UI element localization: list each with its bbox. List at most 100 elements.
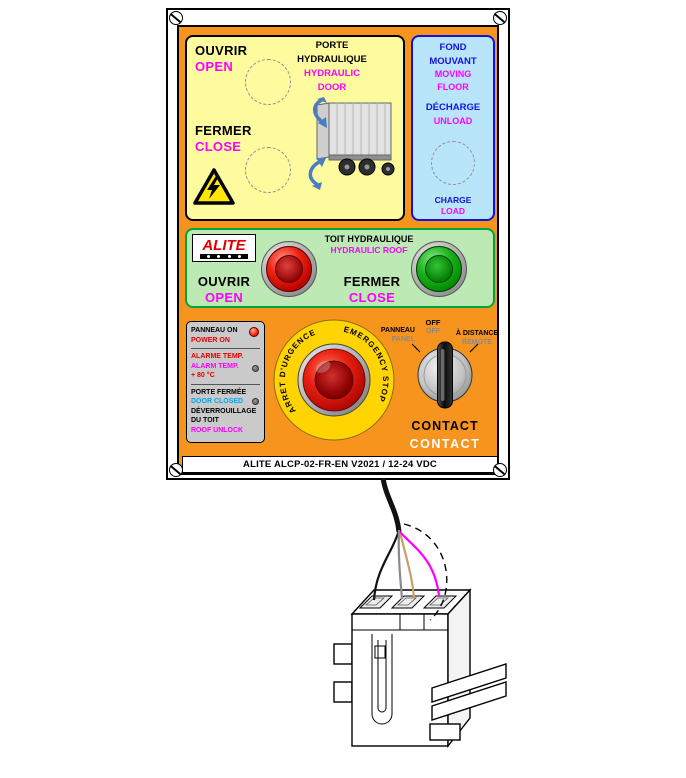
roof-open-label-en: OPEN xyxy=(204,290,244,305)
roof-open-label-fr: OUVRIR xyxy=(197,274,251,289)
selector-off-en: OFF xyxy=(426,327,440,335)
floor-title-fr-2: MOUVANT xyxy=(429,55,477,67)
hydraulic-door-section: OUVRIR OPEN PORTE HYDRAULIQUE HYDRAULIC … xyxy=(185,35,405,221)
load-label-fr: CHARGE xyxy=(434,195,472,205)
button-position-placeholder xyxy=(431,141,475,185)
door-close-label-group: FERMER CLOSE xyxy=(195,123,252,155)
floor-title-en-1: MOVING xyxy=(434,69,472,79)
unload-label-en: UNLOAD xyxy=(433,115,473,126)
door-title-fr-2: HYDRAULIQUE xyxy=(297,54,367,65)
connector-housing xyxy=(333,588,507,749)
emergency-stop-button[interactable]: ARRET D'URGENCE EMERGENCY STOP xyxy=(271,317,397,443)
alite-logo-text: ALITE xyxy=(202,236,246,254)
corner-screw-icon xyxy=(169,11,183,25)
status-indicator-panel: PANNEAU ON POWER ON ALARME TEMP. ALARM T… xyxy=(186,321,265,443)
button-position-placeholder xyxy=(245,147,291,193)
wire-black xyxy=(372,529,401,601)
door-swing-arrow-icon xyxy=(308,158,326,190)
selector-panel-en: PANEL xyxy=(391,335,415,343)
selector-panel-label: PANNEAU PANEL xyxy=(329,327,415,344)
door-open-label-en: OPEN xyxy=(195,59,234,74)
temp-alarm-label-en: ALARM TEMP. xyxy=(191,362,239,370)
roof-close-label-en: CLOSE xyxy=(348,290,396,305)
selector-off-label: OFF OFF xyxy=(403,318,463,336)
roof-unlock-label-fr-1: DÉVERROUILLAGE xyxy=(191,407,257,415)
selector-panel-fr: PANNEAU xyxy=(380,327,415,334)
unload-label-fr: DÉCHARGE xyxy=(425,102,481,113)
roof-unlock-label-fr-2: DU TOIT xyxy=(191,417,219,424)
door-open-label-fr: OUVRIR xyxy=(195,43,248,58)
selector-tick xyxy=(469,343,479,353)
moving-floor-title: FOND MOUVANT MOVING FLOOR DÉCHARGE UNLOA… xyxy=(413,41,493,128)
model-label-bar: ALITE ALCP-02-FR-EN V2021 / 12-24 VDC xyxy=(182,456,498,473)
wire-magenta xyxy=(399,531,441,597)
roof-title-fr: TOIT HYDRAULIQUE xyxy=(324,234,414,244)
door-close-label-fr: FERMER xyxy=(195,123,252,138)
roof-open-button[interactable] xyxy=(261,241,317,297)
roof-open-button-face[interactable] xyxy=(266,246,312,292)
temp-alarm-label-fr: ALARME TEMP. xyxy=(191,353,244,360)
roof-section-title: TOIT HYDRAULIQUE HYDRAULIC ROOF xyxy=(299,233,439,256)
door-status-led xyxy=(252,398,259,405)
roof-close-button-face[interactable] xyxy=(416,246,462,292)
selector-off-fr: OFF xyxy=(425,318,441,327)
corner-screw-icon xyxy=(169,463,183,477)
selector-knob-highlight xyxy=(441,349,445,401)
door-open-label-group: OUVRIR OPEN xyxy=(195,43,247,75)
alite-logo: ALITE xyxy=(192,234,256,262)
power-label-en: POWER ON xyxy=(191,336,230,344)
door-title-en-2: DOOR xyxy=(317,82,347,93)
estop-highlight xyxy=(315,361,331,373)
corner-screw-icon xyxy=(493,463,507,477)
selector-remote-en: REMOTE xyxy=(462,338,492,346)
wire-gray xyxy=(397,529,404,600)
roof-title-en: HYDRAULIC ROOF xyxy=(330,245,408,255)
moving-floor-section: FOND MOUVANT MOVING FLOOR DÉCHARGE UNLOA… xyxy=(411,35,495,221)
door-close-label-en: CLOSE xyxy=(195,139,242,154)
door-closed-label-fr: PORTE FERMÉE xyxy=(191,388,247,396)
contact-label-white: CONTACT xyxy=(409,437,481,451)
model-label: ALITE ALCP-02-FR-EN V2021 / 12-24 VDC xyxy=(243,459,437,470)
roof-unlock-label-en: ROOF UNLOCK xyxy=(191,426,244,434)
power-label-fr: PANNEAU ON xyxy=(191,327,238,334)
button-position-placeholder xyxy=(245,59,291,105)
connector-front-details xyxy=(352,614,448,725)
electric-hazard-icon xyxy=(193,168,235,205)
load-label-en: LOAD xyxy=(440,206,466,216)
hydraulic-roof-section: ALITE TOIT HYDRAULIQUE HYDRAULIC ROOF OU… xyxy=(185,228,495,308)
divider xyxy=(191,383,260,385)
roof-close-label-group: FERMER CLOSE xyxy=(327,274,417,306)
load-label-group: CHARGE LOAD xyxy=(413,195,493,217)
selector-knob[interactable] xyxy=(437,341,453,409)
wires xyxy=(372,529,441,601)
temp-alarm-led xyxy=(252,365,259,372)
door-closed-label-en: DOOR CLOSED xyxy=(191,398,244,405)
dashed-guide-curve xyxy=(403,523,448,621)
terminal-marks xyxy=(364,597,450,606)
trailer-illustration xyxy=(308,97,395,190)
door-title-en-1: HYDRAULIC xyxy=(304,68,360,79)
mode-selector-switch[interactable] xyxy=(405,335,485,415)
divider xyxy=(191,348,260,349)
selector-remote-fr: À DISTANCE xyxy=(455,330,499,337)
floor-title-fr-1: FOND xyxy=(439,42,467,53)
cable xyxy=(380,478,402,533)
corner-screw-icon xyxy=(493,11,507,25)
roof-close-label-fr: FERMER xyxy=(343,274,401,289)
selector-tick xyxy=(411,343,421,353)
wire-tan xyxy=(398,531,416,599)
door-swing-arrow-icon xyxy=(313,97,327,128)
floor-title-en-2: FLOOR xyxy=(437,82,469,92)
door-section-title: PORTE HYDRAULIQUE HYDRAULIC DOOR xyxy=(283,39,381,95)
roof-close-button[interactable] xyxy=(411,241,467,297)
estop-red-core xyxy=(314,360,354,400)
power-led xyxy=(249,327,259,337)
door-title-fr-1: PORTE xyxy=(315,40,349,51)
cable-connector-illustration xyxy=(333,478,507,749)
roof-open-label-group: OUVRIR OPEN xyxy=(187,274,261,306)
control-panel-frame: OUVRIR OPEN PORTE HYDRAULIQUE HYDRAULIC … xyxy=(166,8,510,480)
contact-label-black: CONTACT xyxy=(411,419,479,433)
alite-logo-bar xyxy=(199,253,249,259)
temp-alarm-value: + 80 °C xyxy=(191,372,215,379)
